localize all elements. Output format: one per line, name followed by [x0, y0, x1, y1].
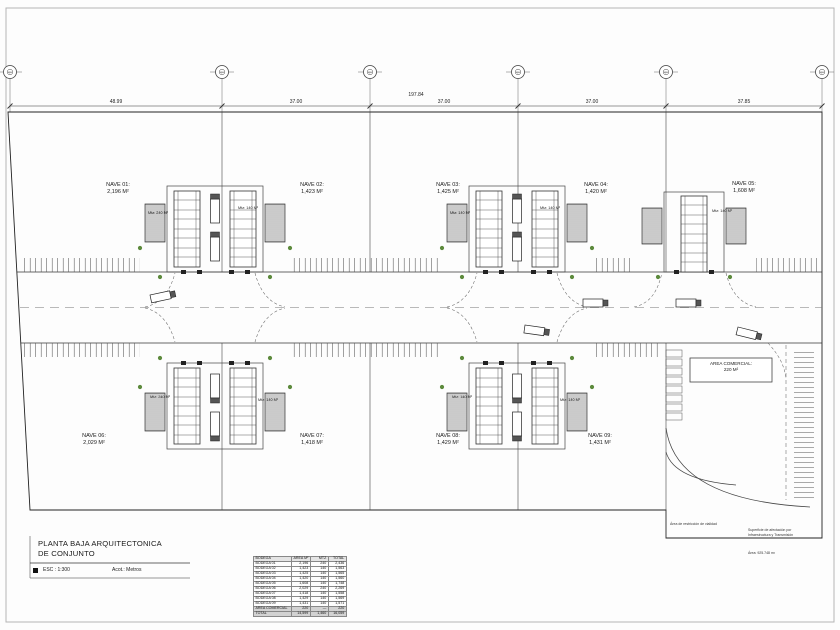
scale-label: ESC : 1:300: [43, 567, 70, 573]
mezzanine-label: Mtz: 140 M²: [258, 398, 279, 402]
areas-table: BODEGA AREA M² MTZ TOTAL BODEGA 01 2,196…: [253, 556, 347, 617]
mezzanine-label: Mtz: 140 M²: [712, 209, 733, 213]
truck-icon: [149, 289, 177, 304]
nave-label-07: NAVE 07: 1,418 M²: [280, 433, 344, 447]
axis-label: eje: [820, 70, 824, 74]
nave-label-05: NAVE 05: 1,608 M²: [712, 181, 776, 195]
table-row: BODEGA 04 1,420 140 1,560: [253, 576, 347, 582]
parking-ticks: [24, 258, 820, 357]
easement-line1: Superficie de afectación por: [748, 528, 792, 532]
table-cell: 1,460: [309, 611, 329, 617]
nave-label-09: NAVE 09: 1,431 M²: [568, 433, 632, 447]
table-cell: TOTAL: [253, 611, 292, 617]
commercial-line2: 220 M²: [723, 367, 739, 373]
dock-cluster: [138, 186, 292, 279]
road-trucks: [149, 289, 763, 342]
nave-area: 1,423 M²: [301, 189, 323, 196]
mezzanine-label: Mtz: 140 M²: [238, 206, 259, 210]
nave-area: 1,418 M²: [301, 440, 323, 447]
nave-label-02: NAVE 02: 1,423 M²: [280, 182, 344, 196]
axis-label: eje: [368, 70, 372, 74]
mezzanine-label: Mtz: 140 M²: [452, 395, 473, 399]
dock-cluster: [138, 356, 292, 449]
nave-name: NAVE 04:: [584, 182, 608, 188]
nave-area: 1,431 M²: [589, 440, 611, 447]
table-total-row: TOTAL 14,599 1,460 16,059: [253, 611, 347, 617]
dock-cluster: [642, 192, 746, 279]
nave-label-04: NAVE 04: 1,420 M²: [564, 182, 628, 196]
mezzanine-label: Mtz: 140 M²: [450, 211, 471, 215]
sheet-border: [5, 7, 835, 623]
axis-grid: eje eje eje eje eje eje: [0, 65, 834, 112]
dock-cluster: [440, 186, 594, 279]
nave-label-01: NAVE 01: 2,196 M²: [86, 182, 150, 196]
dimension-total-label: 197.84: [408, 92, 424, 98]
axis-label: eje: [8, 70, 12, 74]
nave-label-06: NAVE 06: 2,029 M²: [62, 433, 126, 447]
mezzanine-label: Mtz: 240 M²: [150, 395, 171, 399]
site-boundary: [7, 111, 823, 539]
truck-icon: [523, 324, 551, 337]
parking-stalls: [665, 349, 683, 421]
dimension-label: 37.00: [438, 99, 451, 105]
building-clusters: [138, 186, 746, 449]
nave-name: NAVE 01:: [106, 182, 130, 188]
dimension-line: 48.99 37.00 37.00 37.00 37.85 197.84: [7, 92, 825, 109]
mezzanine-label: Mtz: 240 M²: [148, 211, 169, 215]
table-cell: 16,059: [327, 611, 347, 617]
nave-name: NAVE 07:: [300, 433, 324, 439]
units-label: Acot.: Metros: [112, 567, 142, 573]
drawing-title-line2: DE CONJUNTO: [38, 549, 95, 558]
table-row: BODEGA 03 1,425 140 1,565: [253, 571, 347, 577]
nave-area: 1,420 M²: [585, 189, 607, 196]
nave-label-03: NAVE 03: 1,425 M²: [416, 182, 480, 196]
drawing-title-line1: PLANTA BAJA ARQUITECTONICA: [38, 539, 162, 548]
axis-label: eje: [664, 70, 668, 74]
dimension-label: 48.99: [110, 99, 123, 105]
commercial-line1: AREA COMERCIAL:: [709, 361, 753, 366]
nave-label-08: NAVE 08: 1,429 M²: [416, 433, 480, 447]
nave-area: 2,029 M²: [83, 440, 105, 447]
easement-note: Superficie de afectación por Infraestruc…: [748, 528, 793, 538]
axis-marker: [0, 65, 834, 112]
commercial-box: [689, 357, 773, 383]
nave-name: NAVE 08:: [436, 433, 460, 439]
scale-marker-icon: [33, 568, 38, 573]
truck-icon: [675, 298, 702, 308]
nave-area: 2,196 M²: [107, 189, 129, 196]
bay-lines: [221, 112, 667, 538]
table-cell: 14,599: [291, 611, 311, 617]
nave-area: 1,425 M²: [437, 189, 459, 196]
truck-icon: [735, 326, 763, 342]
nave-name: NAVE 05:: [732, 181, 756, 187]
truck-icon: [582, 298, 609, 308]
dimension-label: 37.85: [738, 99, 751, 105]
central-road: [17, 258, 822, 357]
nave-name: NAVE 09:: [588, 433, 612, 439]
nave-area: 1,608 M²: [733, 188, 755, 195]
mezzanine-label: Mtz: 140 M²: [560, 398, 581, 402]
easement-line2: Infraestructura y Transmisión: [748, 532, 794, 537]
mezzanine-label: Mtz: 140 M²: [540, 206, 561, 210]
nave-area: 1,429 M²: [437, 440, 459, 447]
commercial-area: [665, 345, 814, 508]
nave-name: NAVE 06:: [82, 433, 106, 439]
street-curve: [665, 427, 811, 508]
axis-label: eje: [516, 70, 520, 74]
easement-area-note: Área: 925.748 m²: [748, 551, 776, 555]
commercial-area-label: AREA COMERCIAL: 220 M²: [692, 361, 770, 374]
dimension-label: 37.00: [290, 99, 303, 105]
table-header-row: BODEGA AREA M² MTZ TOTAL: [253, 556, 347, 562]
street-curve-inner: [665, 451, 737, 486]
table-row: BODEGA 02 1,423 140 1,563: [253, 566, 347, 572]
title-block-lines: [29, 536, 190, 579]
dimension-label: 37.00: [586, 99, 599, 105]
nave-name: NAVE 02:: [300, 182, 324, 188]
nave-name: NAVE 03:: [436, 182, 460, 188]
axis-label: eje: [220, 70, 224, 74]
restriction-note: Área de restricción de vialidad: [670, 522, 717, 526]
